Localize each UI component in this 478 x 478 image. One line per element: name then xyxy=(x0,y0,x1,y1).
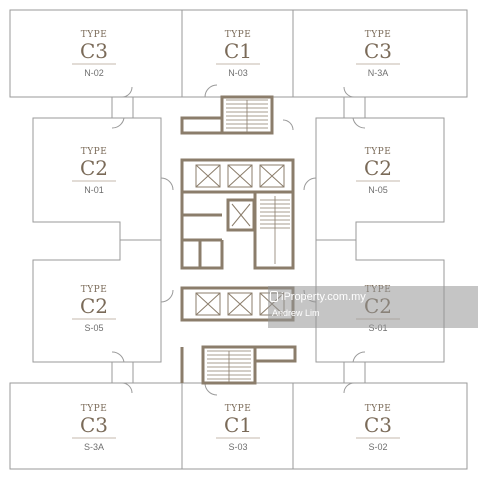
unit-type-n3a: TYPE xyxy=(365,30,392,40)
lift-n1 xyxy=(195,164,221,188)
unit-outline-n3a xyxy=(292,9,468,98)
lobby-se xyxy=(343,361,366,383)
unit-label-n3a: TYPE C3 N-3A xyxy=(356,30,400,78)
unit-number-n3a: N-3A xyxy=(368,68,389,78)
lift-n2 xyxy=(227,164,253,188)
lobby-sw xyxy=(111,361,134,383)
unit-type-s03: TYPE xyxy=(225,404,252,414)
door-swing-sw-2 xyxy=(121,382,133,394)
door-swing-n05 xyxy=(303,177,317,191)
door-swing-s03 xyxy=(282,119,294,131)
lobby-ne xyxy=(343,97,366,119)
unit-outline-s05 xyxy=(32,239,162,363)
stair-treads xyxy=(207,99,290,383)
unit-number-n01: N-01 xyxy=(84,185,104,195)
unit-label-s05: TYPE C2 S-05 xyxy=(72,285,116,333)
watermark-agent-name: Andrew Lim xyxy=(272,308,320,318)
lift-n3-x xyxy=(259,164,285,188)
unit-number-s3a: S-3A xyxy=(84,442,104,452)
unit-label-n02: TYPE C3 N-02 xyxy=(72,30,116,78)
unit-code-n3a: C3 xyxy=(364,39,392,63)
core-lifts-north xyxy=(180,158,295,194)
lift-n1-x xyxy=(195,164,221,188)
door-swing-s05 xyxy=(160,289,174,303)
core-service xyxy=(182,213,257,268)
unit-outline-s02 xyxy=(292,382,468,470)
unit-type-n03: TYPE xyxy=(225,30,252,40)
door-swing-nw xyxy=(111,117,125,129)
unit-type-s3a: TYPE xyxy=(81,404,108,414)
unit-label-n03: TYPE C1 N-03 xyxy=(216,30,260,78)
watermark-site: iProperty.com.my xyxy=(281,291,366,303)
unit-code-n02: C3 xyxy=(80,39,108,63)
core-bottom-shaft xyxy=(253,345,297,363)
lift-small-x xyxy=(231,203,251,227)
core-top-shaft xyxy=(180,116,224,135)
watermark-logo-icon xyxy=(270,291,278,302)
door-swing-nw-2 xyxy=(121,86,133,98)
unit-outline-s01 xyxy=(315,239,445,363)
stair-mid-treads xyxy=(260,196,290,264)
unit-label-n05: TYPE C2 N-05 xyxy=(356,147,400,195)
stair-top-treads xyxy=(226,99,268,132)
unit-number-s03: S-03 xyxy=(228,442,247,452)
lobbies xyxy=(111,84,366,396)
door-swing-se-2 xyxy=(343,382,355,394)
unit-type-n02: TYPE xyxy=(81,30,108,40)
lift-n2-x xyxy=(227,164,253,188)
unit-number-n02: N-02 xyxy=(84,68,104,78)
unit-code-n05: C2 xyxy=(364,156,392,180)
unit-code-s03: C1 xyxy=(224,413,252,437)
lobby-nw xyxy=(111,97,134,119)
unit-code-s3a: C3 xyxy=(80,413,108,437)
unit-code-n03: C1 xyxy=(224,39,252,63)
unit-number-s02: S-02 xyxy=(368,442,387,452)
door-swing-n01 xyxy=(160,177,174,191)
unit-type-s02: TYPE xyxy=(365,404,392,414)
lift-s2 xyxy=(227,292,253,316)
door-swing-n03 xyxy=(204,84,218,98)
stair-bottom-treads xyxy=(207,350,251,383)
core-walls xyxy=(180,95,297,385)
door-swing-s03b xyxy=(204,382,218,396)
unit-code-s02: C3 xyxy=(364,413,392,437)
unit-label-s03: TYPE C1 S-03 xyxy=(216,404,260,452)
lift-s2-x xyxy=(227,292,253,316)
lift-s1-x xyxy=(195,292,221,316)
door-swing-se xyxy=(352,351,366,363)
unit-label-s02: TYPE C3 S-02 xyxy=(356,404,400,452)
unit-number-s05: S-05 xyxy=(84,323,103,333)
unit-outlines xyxy=(9,9,468,470)
lift-n3 xyxy=(259,164,285,188)
unit-type-n05: TYPE xyxy=(365,147,392,157)
unit-number-s01: S-01 xyxy=(368,323,387,333)
door-swing-ne-2 xyxy=(343,86,355,98)
unit-code-s05: C2 xyxy=(80,294,108,318)
unit-type-s05: TYPE xyxy=(81,285,108,295)
unit-number-n05: N-05 xyxy=(368,185,388,195)
core-top-stair xyxy=(220,95,274,135)
door-swing-ne xyxy=(352,117,366,129)
door-swing-sw xyxy=(111,351,125,363)
unit-label-n01: TYPE C2 N-01 xyxy=(72,147,116,195)
unit-code-n01: C2 xyxy=(80,156,108,180)
unit-type-n01: TYPE xyxy=(81,147,108,157)
unit-label-s3a: TYPE C3 S-3A xyxy=(72,404,116,452)
lift-s1 xyxy=(195,292,221,316)
unit-number-n03: N-03 xyxy=(228,68,248,78)
watermark-banner xyxy=(268,286,478,328)
